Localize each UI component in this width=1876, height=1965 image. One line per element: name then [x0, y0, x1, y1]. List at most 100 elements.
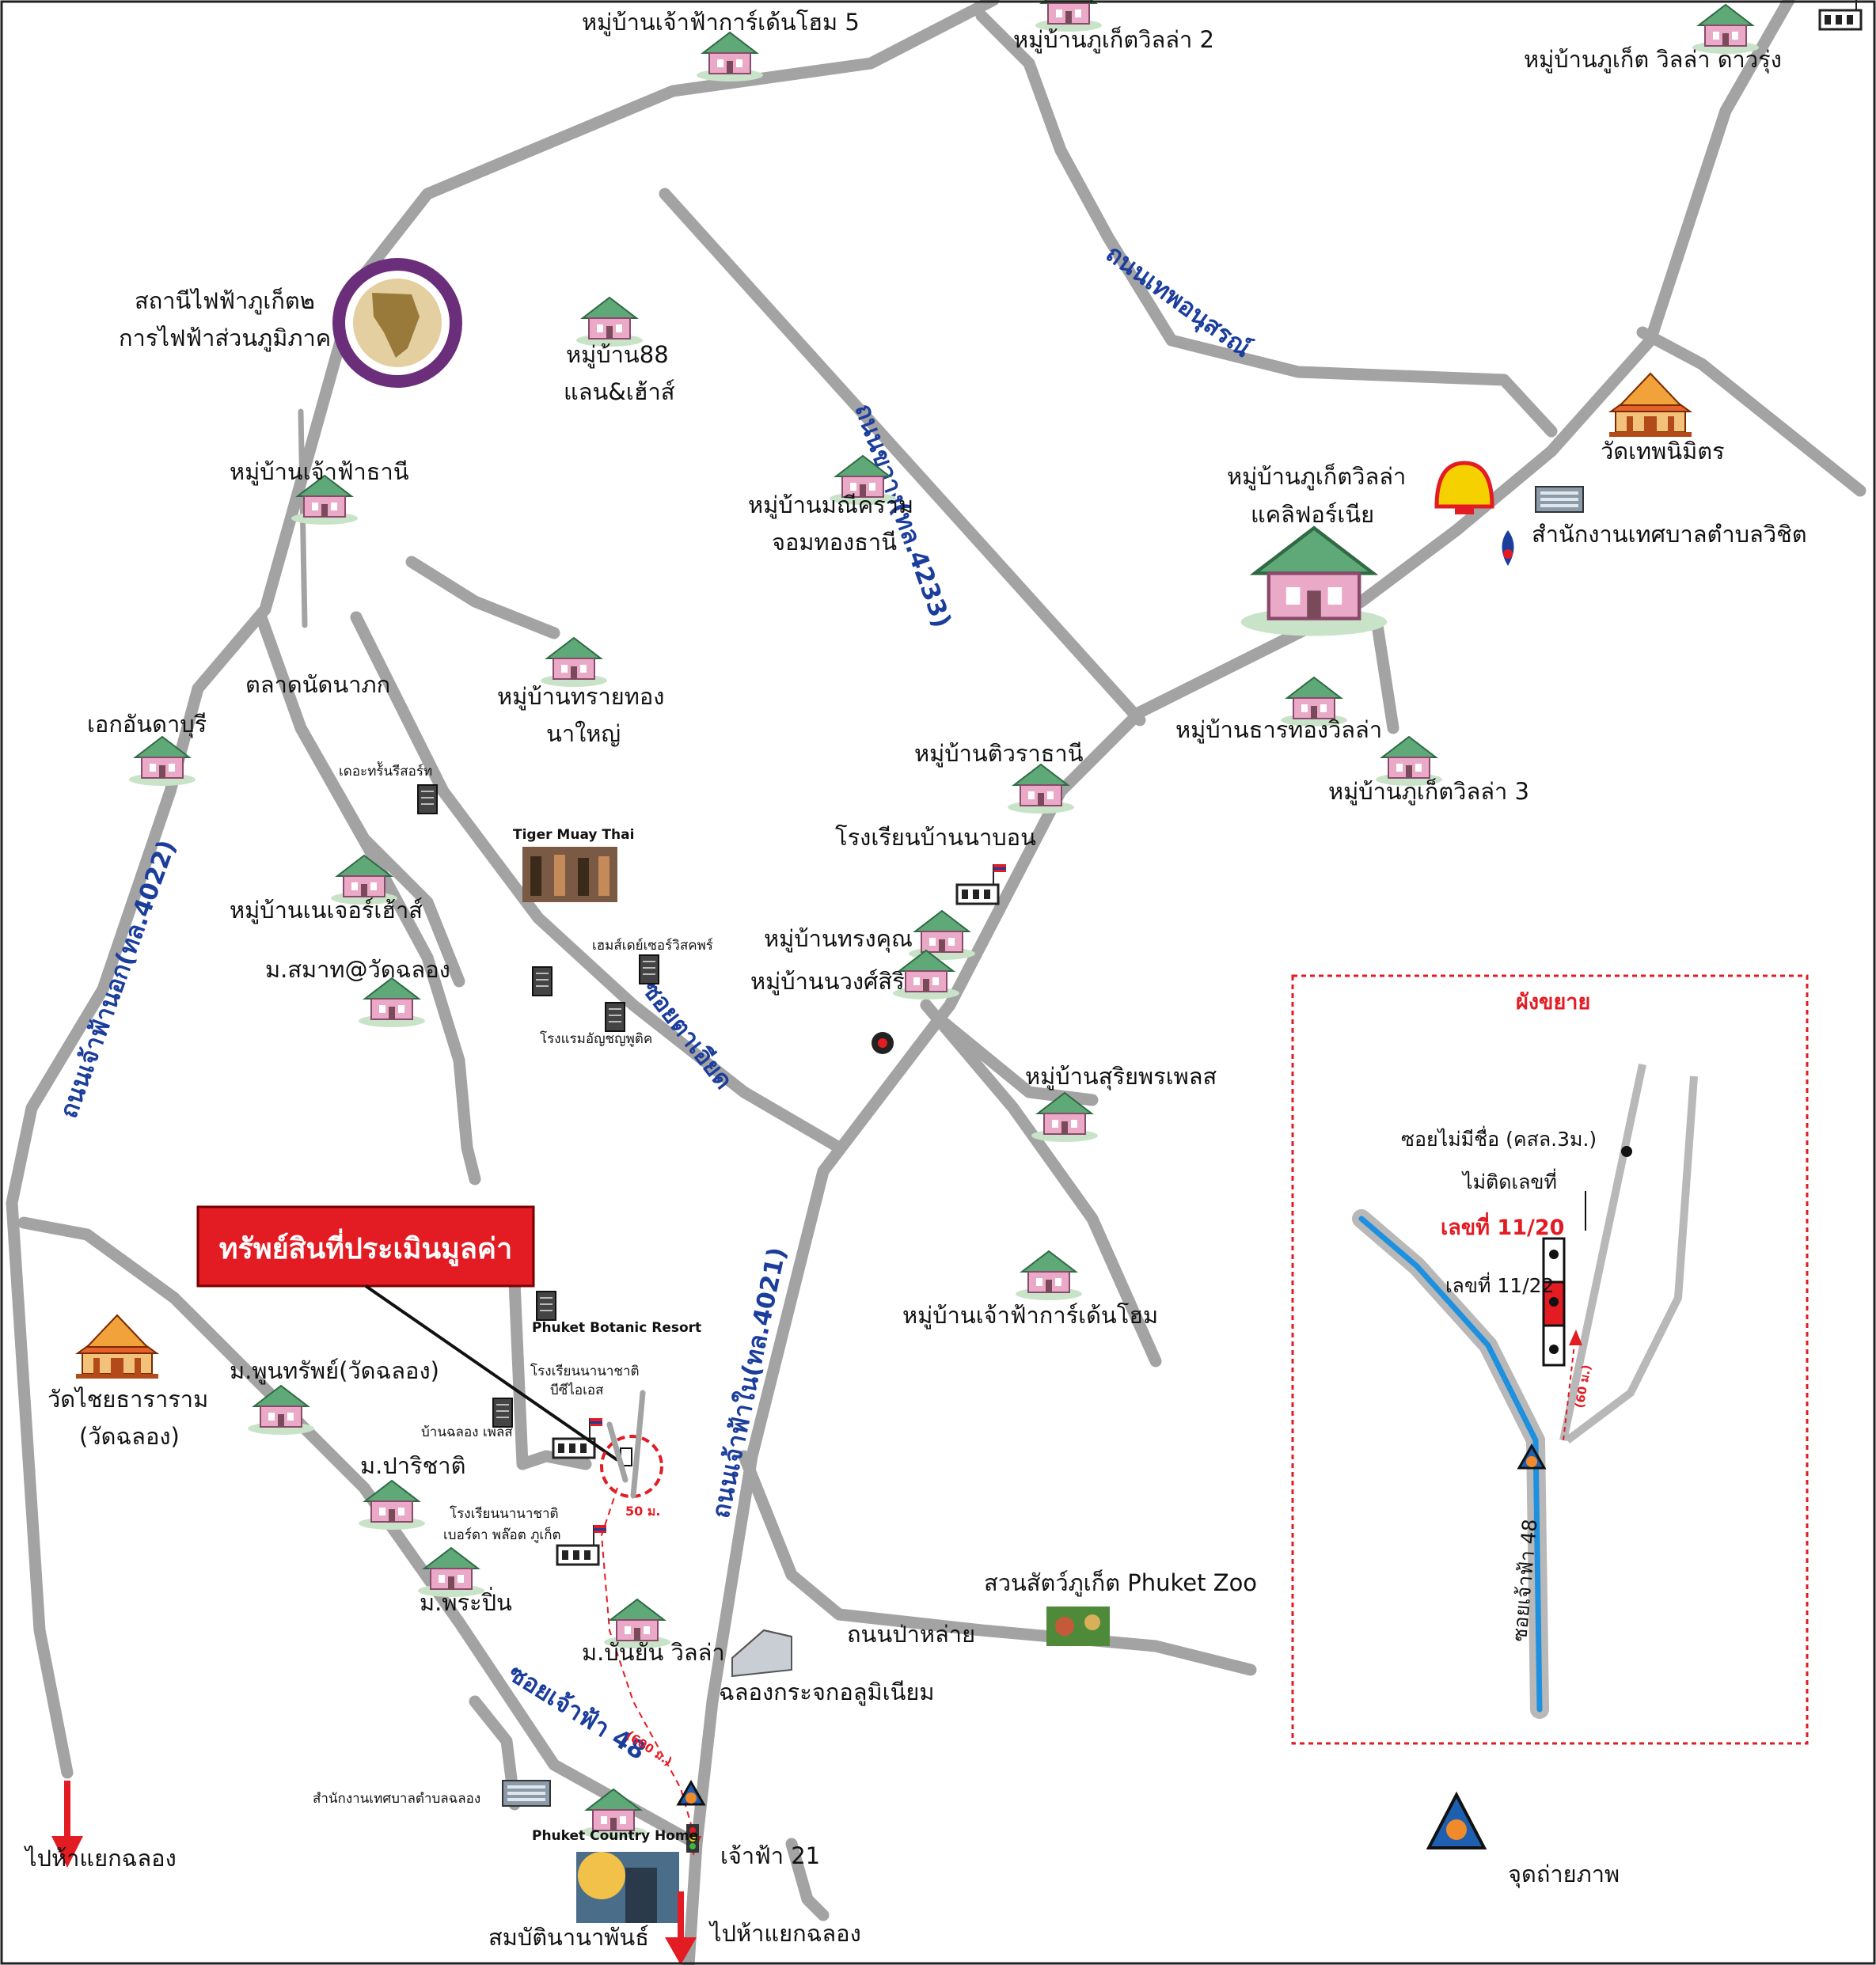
label-chaofa21: เจ้าฟ้า 21 [720, 1842, 820, 1869]
sombat-photo [576, 1852, 679, 1923]
road-east-diagonal [920, 999, 1162, 1368]
subject-property-marker: ทรัพย์สินที่ประเมินมูลค่า 50 ม. (600 ม.) [196, 1205, 674, 1769]
label-parichat: ม.ปาริชาติ [360, 1452, 465, 1479]
label-to-chalong-left: ไปห้าแยกฉลอง [24, 1845, 177, 1872]
inset-title: ผังขยาย [1516, 990, 1590, 1015]
road-nature [294, 722, 465, 988]
legend: จุดถ่ายภาพ [1426, 1791, 1620, 1888]
label-tiger: Tiger Muay Thai [513, 827, 634, 843]
road-kwang [659, 188, 1146, 726]
warehouse-icon [731, 1629, 792, 1678]
label-dorm: เดอะทร้ันรีสอร์ท [339, 761, 432, 780]
label-municipal-wichit: สำนักงานเทศบาลตำบลวิชิต [1532, 521, 1807, 548]
label-gardenhome5: หมู่บ้านเจ้าฟ้าการ์เด้นโฮม 5 [582, 9, 860, 36]
label-pea-line1: สถานีไฟฟ้าภูเก็ต๒ [135, 286, 315, 315]
label-mani-line1: หมู่บ้านมณีคราม [748, 491, 913, 519]
label-songkhun: หมู่บ้านทรงคุณ [764, 925, 913, 953]
label-suriya: หมู่บ้านสุริยพรเพลส [1025, 1063, 1217, 1091]
label-countryhome: Phuket Country Home [532, 1828, 698, 1844]
road-saithong [405, 556, 560, 639]
label-school-intl-line1: โรงเรียนนานาชาติ [530, 1363, 640, 1379]
building-icon [417, 784, 438, 814]
label-mani-line2: จอมทองธานี [772, 529, 897, 556]
school-icon [556, 1523, 608, 1566]
label-thanthong: หมู่บ้านธารทองวิลล่า [1175, 716, 1382, 744]
label-school-nabon: โรงเรียนบ้านนาบอน [835, 824, 1036, 851]
label-poonsap: ม.พูนทรัพย์(วัดฉลอง) [230, 1357, 439, 1385]
poi-icons [75, 0, 1870, 1923]
temple-icon [1608, 373, 1692, 438]
label-pa-lai: ถนนป่าหล่าย [847, 1621, 975, 1648]
label-school-berta-line1: โรงเรียนนานาชาติ [450, 1505, 559, 1522]
label-chaofathani: หมู่บ้านเจ้าฟ้าธานี [230, 458, 409, 486]
label-school-intl-line2: บีซีไอเอส [550, 1382, 604, 1398]
label-to-chalong-bottom: ไปห้าแยกฉลอง [708, 1920, 861, 1947]
label-phuketvilla-dawrung: หมู่บ้านภูเก็ต วิลล่า ดาวรุ่ง [1524, 45, 1782, 74]
label-wat-chai-line2: (วัดฉลอง) [79, 1423, 180, 1450]
california-house-icon [1241, 528, 1388, 635]
label-hotel1: โรงแรมอัญชญพูติค [540, 1030, 652, 1047]
building-icon [492, 1398, 513, 1428]
village-icon [247, 1385, 315, 1436]
subject-title: ทรัพย์สินที่ประเมินมูลค่า [219, 1228, 512, 1267]
office-icon [1535, 486, 1584, 513]
road-chaofa-east [682, 0, 1795, 1965]
label-wat-chai-line1: วัดไชยธาราราม [47, 1386, 208, 1413]
label-nature: หมู่บ้านเนเจอร์เฮ้าส์ [230, 897, 423, 924]
road-chaofa21 [785, 1838, 830, 1921]
label-school-berta-line2: เบอร์ดา พล๊อต ภูเก็ต [443, 1526, 561, 1543]
road-pa-lai [738, 1450, 1257, 1676]
office-icon [502, 1780, 551, 1807]
label-v88-line2: แลน&เฮ้าส์ [564, 378, 675, 405]
exit-arrows [51, 1781, 697, 1965]
label-tiwa: หมู่บ้านติวราธานี [914, 740, 1084, 768]
road-ne-branch [1636, 326, 1867, 497]
label-ekanan: เอกอันดาบุรี [87, 711, 207, 738]
label-sombat: สมบัตินานาพันธ์ [488, 1924, 649, 1951]
label-municipal-chalong: สำนักงานเทศบาลตำบลฉลอง [313, 1791, 480, 1807]
village-icon [908, 910, 976, 961]
label-praphan: ม.พระปิ่น [420, 1587, 512, 1616]
inset-map: ผังขยาย (60 ม.) ซอยไม่มีชื่อ (คสล.3ม.) ไ… [1291, 974, 1809, 1745]
temple-icon [75, 1314, 159, 1379]
label-phuketvilla2: หมู่บ้านภูเก็ตวิลล่า 2 [1013, 25, 1214, 54]
label-zoo: สวนสัตว์ภูเก็ต Phuket Zoo [984, 1569, 1257, 1597]
school-icon [1818, 0, 1870, 31]
label-banchalong: บ้านฉลอง เพลส [421, 1424, 513, 1440]
road-sw-diagonal [17, 1216, 703, 1850]
label-california-line1: หมู่บ้านภูเก็ตวิลล่า [1227, 462, 1406, 491]
road-soi-ta-iat [350, 611, 845, 1154]
road-chaofa-west [6, 0, 1000, 1779]
inset-no-number: ไม่ติดเลขที่ [1461, 1168, 1557, 1193]
building-icon [536, 1291, 556, 1321]
pea-seal-logo [332, 258, 462, 388]
label-wongsiri: หมู่บ้านนวงศ์สิริ [750, 968, 905, 996]
label-market: ตลาดนัดนาภก [245, 671, 390, 698]
label-saithong-line1: หมู่บ้านทรายทอง [497, 683, 664, 711]
village-icon [696, 32, 764, 82]
label-gardenhome: หมู่บ้านเจ้าฟ้าการ์เด้นโฮม [902, 1302, 1158, 1330]
label-samat: ม.สมาท@วัดฉลอง [265, 956, 450, 983]
school-icon [955, 863, 1008, 905]
village-icon [540, 637, 608, 688]
label-pea-line2: การไฟฟ้าส่วนภูมิภาค [119, 324, 331, 352]
label-phuketvilla3: หมู่บ้านภูเก็ตวิลล่า 3 [1328, 777, 1529, 806]
inset-house-1122: เลขที่ 11/22 [1445, 1272, 1554, 1297]
phuket-zoo-photo [1046, 1607, 1110, 1646]
label-saithong-line2: นาใหญ่ [546, 720, 621, 747]
school-icon [552, 1417, 604, 1459]
traffic-light-icon [686, 1824, 699, 1853]
building-icon [532, 966, 553, 996]
inset-soi-unnamed: ซอยไม่มีชื่อ (คสล.3ม.) [1401, 1125, 1597, 1151]
tiger-muay-thai-photo [522, 847, 617, 902]
dist-50: 50 ม. [625, 1504, 660, 1519]
shell-logo [1434, 461, 1494, 514]
building-icon [605, 1002, 625, 1032]
village-icon [1015, 1250, 1083, 1301]
label-apartment1: เฮมส์เดย์เซอร์วิสคพร์ [592, 938, 713, 954]
cafe-logo [872, 1032, 894, 1054]
ptt-logo [1502, 530, 1514, 566]
legend-photo-point: จุดถ่ายภาพ [1508, 1861, 1620, 1888]
